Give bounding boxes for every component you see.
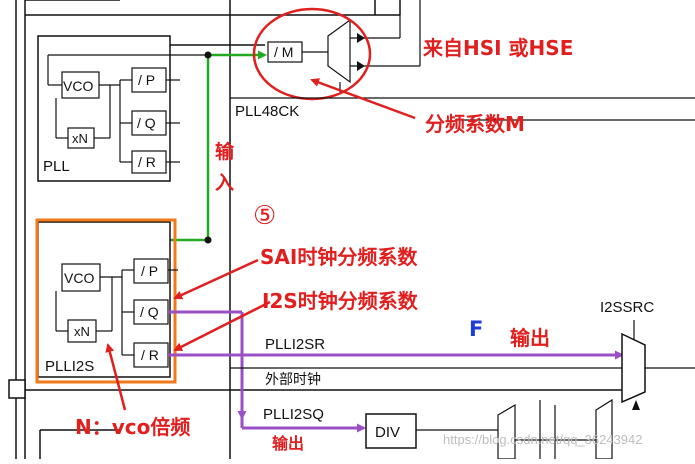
pll48ck-label: PLL48CK [235,103,299,120]
pll-p-label: / P [138,72,155,88]
junction-dot-mid [204,236,212,244]
red-arrows [105,78,416,411]
m-divider-label: / M [274,44,293,60]
source-mux [327,18,351,84]
plli2s-q-label: / Q [140,304,159,320]
i2ssrc-label: I2SSRC [600,299,654,316]
divider-m-annotation: 分频系数M [425,112,525,136]
pll-vco-label: VCO [63,78,93,94]
plli2s-vco-label: VCO [64,270,94,286]
plli2s-highlight [35,218,177,384]
source-annotation: 来自HSI 或HSE [422,36,573,60]
n-multiplier-annotation: N：vco倍频 [75,415,190,439]
junction-dot-top [204,51,212,59]
pll-r-label: / R [138,154,156,170]
plli2sr-label: PLLI2SR [265,336,325,353]
output-right-annotation: 输出 [510,326,550,350]
plli2s-r-label: / R [141,347,159,363]
div-label: DIV [375,424,400,441]
input-annotation-char1: 输 [215,140,235,163]
plli2s-p-box [133,258,169,284]
i2ssrc-mux-group: I2SSRC [600,299,695,410]
plli2s-r-box [133,342,169,368]
pll-p-box [131,67,167,93]
letter-f: F [469,317,483,341]
watermark: https://blog.csdn.net/qq_36243942 [443,432,643,447]
i2ssrc-mux [621,332,646,404]
plli2s-p-label: / P [141,263,158,279]
plli2sq-label: PLLI2SQ [263,406,324,423]
bottom-mux-2 [595,398,613,460]
output-bottom-annotation: 输出 [272,434,304,453]
m-divider-group: / M [252,0,421,101]
pll-title: PLL [43,158,70,175]
plli2s-xn-label: xN [74,324,90,339]
pll-xn-label: xN [72,131,88,146]
output-path-purple [168,310,624,433]
pll-q-box [131,110,167,136]
plli2s-vco-box [61,263,101,292]
external-clock-label: 外部时钟 [265,371,321,388]
m-highlight-ellipse [252,7,372,101]
sai-divider-annotation: SAI时钟分频系数 [260,245,418,269]
pll-block: VCO xN / P / Q / R PLL [37,35,208,182]
i2s-divider-annotation: I2S时钟分频系数 [262,289,419,313]
plli2s-q-box [133,299,169,325]
input-annotation-char2: 入 [215,172,234,194]
circled-five: ⑤ [253,201,276,231]
junction-square [8,379,26,399]
div-box [365,413,417,449]
plli2s-block: VCO xN / P / Q / R PLLI2S [35,218,178,384]
pll-q-label: / Q [137,115,156,131]
plli2s-title: PLLI2S [45,358,94,375]
